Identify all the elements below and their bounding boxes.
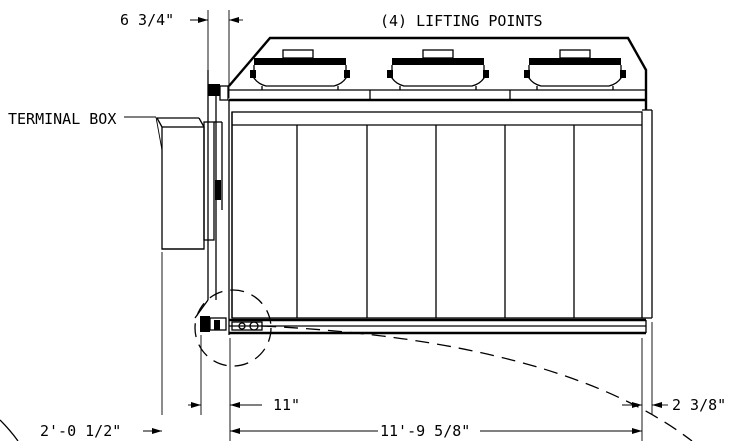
arc-edge xyxy=(0,419,19,441)
dim-top-left: 6 3/4" xyxy=(120,10,243,98)
terminal-box: TERMINAL BOX xyxy=(8,110,205,250)
fan-motor-3 xyxy=(524,49,626,90)
dim-2-3-8: 2 3/8" xyxy=(622,396,726,414)
dim-label-6-3-4: 6 3/4" xyxy=(120,11,174,29)
dim-label-2-3-8: 2 3/8" xyxy=(672,396,726,414)
left-panel xyxy=(194,70,229,319)
dim-label-11ft: 11'-9 5/8" xyxy=(380,422,470,440)
lifting-points-label: (4) LIFTING POINTS xyxy=(380,12,543,30)
dim-extensions xyxy=(161,252,653,441)
fan-hood xyxy=(228,36,648,110)
detail-circle xyxy=(194,289,272,367)
swing-arc xyxy=(261,325,693,441)
dim-11ft: 11'-9 5/8" xyxy=(230,422,642,440)
unit-body xyxy=(228,100,653,335)
dim-label-2ft: 2'-0 1/2" xyxy=(40,422,121,440)
fan-motor-2 xyxy=(387,49,489,90)
fan-motor-1 xyxy=(250,49,350,90)
dim-label-11: 11" xyxy=(273,396,300,414)
terminal-box-label: TERMINAL BOX xyxy=(8,110,116,128)
dim-11: 11" xyxy=(188,396,300,414)
dim-2ft: 2'-0 1/2" xyxy=(40,422,242,440)
